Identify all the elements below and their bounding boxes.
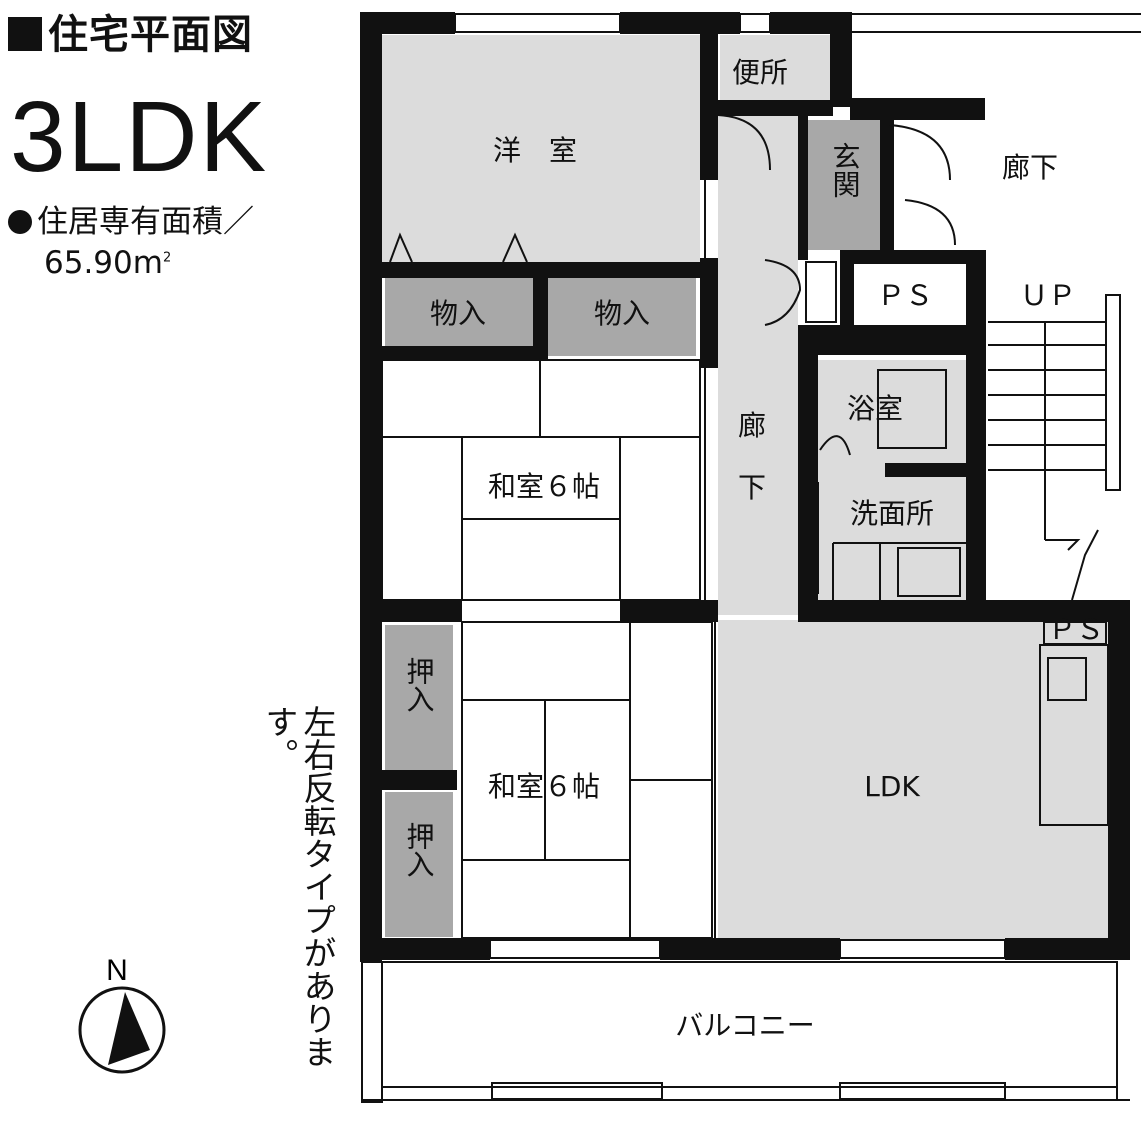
hallway-floor <box>718 110 798 615</box>
oshiire-lower-floor <box>385 792 453 937</box>
balcony-label: バルコニー <box>675 1009 814 1042</box>
outer-corridor-label: 廊下 <box>1002 151 1058 184</box>
closet-left-floor <box>385 278 533 346</box>
entrance-label: 玄関 <box>829 142 862 198</box>
plan-title: 住宅平面図 <box>8 2 253 60</box>
closet-right-floor <box>548 278 696 356</box>
toilet-floor <box>720 35 832 103</box>
compass: N <box>78 954 166 1074</box>
dot-bullet-icon <box>8 210 32 234</box>
hallway-label-2: 下 <box>738 471 766 504</box>
japanese-room-lower-label: 和室６帖 <box>488 770 600 803</box>
oshiire-upper-floor <box>385 625 453 770</box>
area-label: 住居専有面積／ <box>8 196 254 241</box>
layout-type: 3LDK <box>10 81 269 193</box>
ldk-floor <box>718 620 1108 940</box>
area-unit-superscript: 2 <box>162 250 172 266</box>
hallway-label-1: 廊 <box>738 409 766 442</box>
ldk-label: LDK <box>864 770 920 803</box>
area-value: 65.90m2 <box>44 245 171 281</box>
bath-label: 浴室 <box>847 392 903 425</box>
closet-right-label: 物入 <box>594 297 650 330</box>
plan-title-text: 住宅平面図 <box>48 12 253 58</box>
thin-lines <box>361 13 1141 1103</box>
washroom-label: 洗面所 <box>850 497 934 530</box>
area-label-text: 住居専有面積／ <box>37 204 254 240</box>
toilet-label: 便所 <box>732 56 788 89</box>
oshiire-upper-label: 押入 <box>403 657 436 713</box>
mirror-note: 左右反転タイプがあります。 <box>260 705 337 1068</box>
compass-north-label: N <box>106 954 128 987</box>
ps-lower-label: ＰＳ <box>1048 613 1104 646</box>
closet-left-label: 物入 <box>430 297 486 330</box>
square-bullet-icon <box>8 17 42 51</box>
japanese-room-upper-label: 和室６帖 <box>488 470 600 503</box>
oshiire-lower-label: 押入 <box>403 822 436 878</box>
compass-arrow-icon <box>108 992 150 1065</box>
walls <box>360 12 1130 962</box>
bath-wash-floor <box>818 360 966 605</box>
area-value-text: 65.90m <box>44 245 163 281</box>
western-room-label: 洋 室 <box>493 134 577 167</box>
ps-upper-label: ＰＳ <box>877 279 933 312</box>
western-room-floor <box>382 35 700 262</box>
entrance-floor <box>808 120 883 250</box>
up-label: ＵＰ <box>1020 279 1076 312</box>
compass-circle-icon <box>78 986 166 1074</box>
